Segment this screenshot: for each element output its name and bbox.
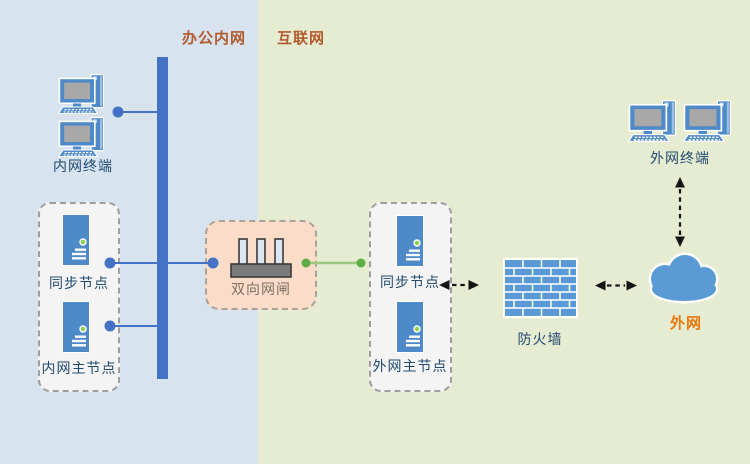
server-icon xyxy=(396,301,424,353)
desktop-computer-icon xyxy=(57,74,105,114)
cloud-icon xyxy=(648,252,719,304)
intranet-zone-title: 办公内网 xyxy=(181,29,246,47)
server-icon xyxy=(396,215,424,267)
extranet-terminal-node[interactable] xyxy=(682,100,732,146)
server-icon xyxy=(62,214,90,266)
external-network-node[interactable] xyxy=(641,252,727,310)
desktop-computer-icon xyxy=(627,100,677,142)
server-icon xyxy=(62,301,90,353)
intranet-sync-node[interactable] xyxy=(62,214,90,270)
desktop-computer-icon xyxy=(682,100,732,142)
extranet-sync-label: 同步节点 xyxy=(380,275,440,291)
firewall-brick-icon xyxy=(503,258,578,318)
extranet-sync-node[interactable] xyxy=(396,215,424,271)
intranet-terminal-node[interactable] xyxy=(57,117,105,161)
intranet-backbone-bar[interactable] xyxy=(157,57,168,379)
external-network-label: 外网 xyxy=(669,314,702,332)
intranet-terminals-label: 内网终端 xyxy=(53,159,113,175)
extranet-master-node[interactable] xyxy=(396,301,424,357)
intranet-terminal-node[interactable] xyxy=(57,74,105,118)
gateway-label: 双向网闸 xyxy=(231,282,291,298)
extranet-terminal-node[interactable] xyxy=(627,100,677,146)
internet-zone-background xyxy=(258,0,750,464)
intranet-sync-label: 同步节点 xyxy=(49,276,109,292)
intranet-master-label: 内网主节点 xyxy=(41,361,117,377)
desktop-computer-icon xyxy=(57,117,105,157)
firewall-label: 防火墙 xyxy=(517,332,563,348)
intranet-master-node[interactable] xyxy=(62,301,90,357)
firewall-node[interactable] xyxy=(503,258,578,322)
extranet-master-label: 外网主节点 xyxy=(372,359,448,375)
internet-zone-title: 互联网 xyxy=(277,29,326,47)
gateway-device-icon xyxy=(230,238,292,282)
extranet-terminals-label: 外网终端 xyxy=(650,151,710,167)
